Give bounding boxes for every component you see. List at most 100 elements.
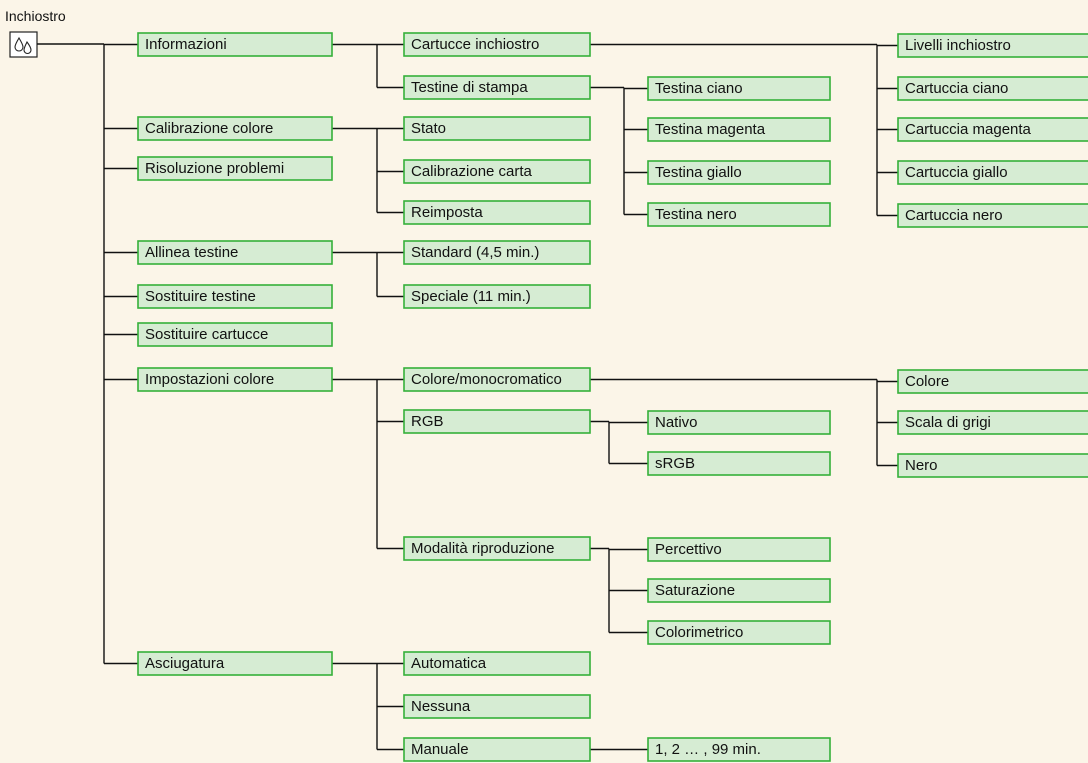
menu-item-box — [647, 160, 831, 185]
menu-item-box — [137, 367, 333, 392]
menu-item-box — [137, 322, 333, 347]
menu-item-calibrazione-colore[interactable]: Calibrazione colore — [137, 116, 333, 141]
menu-item-label: Colore — [905, 373, 949, 390]
menu-item-label: Manuale — [411, 741, 469, 758]
menu-item-nero[interactable]: Nero — [897, 453, 1088, 478]
menu-item-box — [137, 156, 333, 181]
menu-item-allinea-testine[interactable]: Allinea testine — [137, 240, 333, 265]
menu-item-label: Livelli inchiostro — [905, 37, 1011, 54]
menu-item-testina-giallo[interactable]: Testina giallo — [647, 160, 831, 185]
menu-item-box — [137, 116, 333, 141]
menu-item-cartuccia-magenta[interactable]: Cartuccia magenta — [897, 117, 1088, 142]
menu-item-box — [897, 203, 1088, 228]
menu-item-saturazione[interactable]: Saturazione — [647, 578, 831, 603]
menu-item-box — [647, 620, 831, 645]
menu-item-label: Nativo — [655, 414, 698, 431]
menu-item-impostazioni-colore[interactable]: Impostazioni colore — [137, 367, 333, 392]
menu-item-label: Colore/monocromatico — [411, 371, 562, 388]
menu-item-minuti[interactable]: 1, 2 … , 99 min. — [647, 737, 831, 762]
menu-item-box — [897, 117, 1088, 142]
menu-item-cartucce-inchiostro[interactable]: Cartucce inchiostro — [403, 32, 591, 57]
menu-item-box — [647, 537, 831, 562]
menu-item-livelli-inchiostro[interactable]: Livelli inchiostro — [897, 33, 1088, 58]
menu-item-stato[interactable]: Stato — [403, 116, 591, 141]
menu-item-box — [647, 410, 831, 435]
menu-item-box — [403, 200, 591, 225]
menu-item-testina-nero[interactable]: Testina nero — [647, 202, 831, 227]
menu-item-informazioni[interactable]: Informazioni — [137, 32, 333, 57]
menu-item-label: Impostazioni colore — [145, 371, 274, 388]
menu-item-box — [137, 284, 333, 309]
menu-item-label: Stato — [411, 120, 446, 137]
menu-item-testina-ciano[interactable]: Testina ciano — [647, 76, 831, 101]
menu-item-label: Standard (4,5 min.) — [411, 244, 539, 261]
menu-item-box — [647, 451, 831, 476]
menu-item-automatica[interactable]: Automatica — [403, 651, 591, 676]
menu-item-cartuccia-nero[interactable]: Cartuccia nero — [897, 203, 1088, 228]
menu-item-label: Cartuccia magenta — [905, 121, 1032, 138]
menu-item-box — [897, 160, 1088, 185]
menu-item-nessuna[interactable]: Nessuna — [403, 694, 591, 719]
menu-item-label: Nero — [905, 457, 938, 474]
menu-item-manuale[interactable]: Manuale — [403, 737, 591, 762]
menu-item-asciugatura[interactable]: Asciugatura — [137, 651, 333, 676]
menu-item-label: Calibrazione colore — [145, 120, 273, 137]
menu-item-box — [647, 578, 831, 603]
menu-item-box — [403, 240, 591, 265]
menu-item-box — [897, 410, 1088, 435]
menu-item-box — [897, 76, 1088, 101]
menu-item-cartuccia-giallo[interactable]: Cartuccia giallo — [897, 160, 1088, 185]
menu-item-label: Percettivo — [655, 541, 722, 558]
menu-item-box — [897, 453, 1088, 478]
menu-item-modalita-riproduzione[interactable]: Modalità riproduzione — [403, 536, 591, 561]
menu-item-label: Automatica — [411, 655, 487, 672]
menu-item-label: Cartuccia ciano — [905, 80, 1008, 97]
menu-item-label: sRGB — [655, 455, 695, 472]
menu-item-sostituire-cartucce[interactable]: Sostituire cartucce — [137, 322, 333, 347]
menu-item-testine-di-stampa[interactable]: Testine di stampa — [403, 75, 591, 100]
menu-item-percettivo[interactable]: Percettivo — [647, 537, 831, 562]
menu-item-nativo[interactable]: Nativo — [647, 410, 831, 435]
menu-item-box — [403, 32, 591, 57]
menu-item-label: Calibrazione carta — [411, 163, 533, 180]
menu-item-calibrazione-carta[interactable]: Calibrazione carta — [403, 159, 591, 184]
menu-item-label: Reimposta — [411, 204, 483, 221]
menu-item-colore[interactable]: Colore — [897, 369, 1088, 394]
menu-item-box — [137, 240, 333, 265]
menu-item-cartuccia-ciano[interactable]: Cartuccia ciano — [897, 76, 1088, 101]
menu-item-box — [897, 33, 1088, 58]
menu-item-scala-di-grigi[interactable]: Scala di grigi — [897, 410, 1088, 435]
menu-item-box — [403, 409, 591, 434]
menu-item-label: RGB — [411, 413, 444, 430]
menu-item-label: Speciale (11 min.) — [411, 288, 531, 305]
menu-item-label: Cartucce inchiostro — [411, 36, 539, 53]
menu-item-rgb[interactable]: RGB — [403, 409, 591, 434]
menu-item-sostituire-testine[interactable]: Sostituire testine — [137, 284, 333, 309]
menu-item-colore-monocromatico[interactable]: Colore/monocromatico — [403, 367, 591, 392]
menu-item-box — [403, 284, 591, 309]
root-title: Inchiostro — [5, 8, 66, 24]
menu-item-label: 1, 2 … , 99 min. — [655, 741, 761, 758]
menu-item-box — [137, 32, 333, 57]
menu-item-box — [897, 369, 1088, 394]
menu-item-speciale[interactable]: Speciale (11 min.) — [403, 284, 591, 309]
menu-item-label: Saturazione — [655, 582, 735, 599]
menu-item-srgb[interactable]: sRGB — [647, 451, 831, 476]
menu-item-label: Risoluzione problemi — [145, 160, 284, 177]
menu-item-testina-magenta[interactable]: Testina magenta — [647, 117, 831, 142]
menu-item-standard[interactable]: Standard (4,5 min.) — [403, 240, 591, 265]
menu-item-label: Allinea testine — [145, 244, 238, 261]
menu-item-colorimetrico[interactable]: Colorimetrico — [647, 620, 831, 645]
menu-item-reimposta[interactable]: Reimposta — [403, 200, 591, 225]
menu-item-label: Informazioni — [145, 36, 227, 53]
connector-lines — [37, 43, 898, 751]
menu-item-box — [403, 737, 591, 762]
menu-item-box — [403, 116, 591, 141]
menu-item-label: Colorimetrico — [655, 624, 743, 641]
menu-item-label: Testina ciano — [655, 80, 743, 97]
menu-item-box — [403, 694, 591, 719]
menu-item-risoluzione-problemi[interactable]: Risoluzione problemi — [137, 156, 333, 181]
menu-item-box — [647, 737, 831, 762]
